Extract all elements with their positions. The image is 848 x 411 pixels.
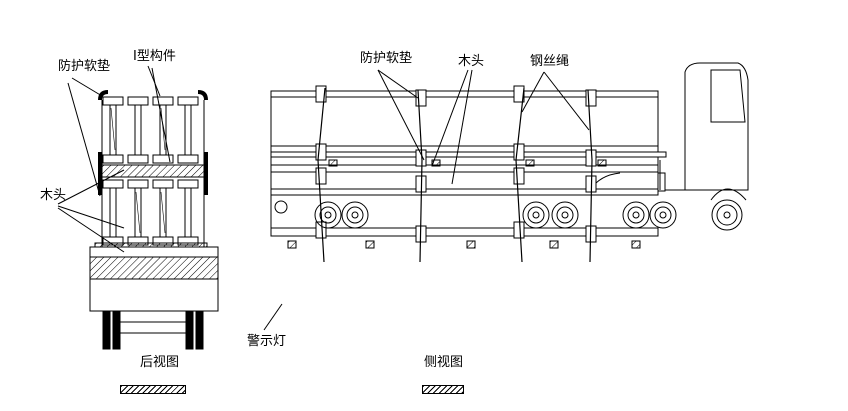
cargo-upper [270, 90, 659, 153]
rear-wheel-left [102, 310, 121, 350]
leader-pad-rear [71, 77, 103, 97]
ibeam-stack [99, 96, 205, 246]
caption-side-view: 侧视图 [424, 355, 464, 370]
rear-view [57, 65, 219, 350]
label-ibeam: I型构件 [133, 49, 176, 64]
label-wood-rear: 木头 [40, 188, 67, 203]
leader-wood-side-1 [431, 69, 469, 167]
caption-rear-view: 后视图 [140, 355, 180, 370]
leader-wood-rear-3 [57, 207, 125, 253]
leader-rope-side-1 [521, 71, 545, 113]
rear-wheel-right [185, 310, 204, 350]
trailer-frame [270, 227, 659, 237]
leader-lamp [263, 303, 283, 331]
wood-block-bottom [94, 242, 208, 248]
leader-pad-side [377, 69, 419, 99]
label-protective-pad-side: 防护软垫 [360, 51, 413, 66]
leader-wood-rear-2 [57, 205, 125, 229]
wire-rope [317, 87, 593, 263]
leader-pad-side-2 [377, 69, 425, 161]
label-protective-pad-rear: 防护软垫 [58, 59, 111, 74]
label-wood-side: 木头 [458, 54, 485, 69]
leader-ibeam-rear-2 [151, 67, 171, 163]
trailer-bed [89, 256, 219, 280]
leader-wood-rear-1 [57, 169, 125, 205]
protective-pad [98, 90, 208, 195]
caption-bar-side [422, 385, 464, 394]
wood-block-middle [99, 164, 205, 178]
label-warning-lamp: 警示灯 [247, 334, 287, 349]
wood-blocks-side [287, 159, 641, 249]
warning-lamp [274, 200, 288, 214]
leader-rope-side-2 [543, 71, 590, 131]
leader-wood-side-2 [451, 69, 473, 185]
label-wire-rope: 钢丝绳 [530, 54, 570, 69]
leader-pad-rear-2 [67, 82, 101, 197]
side-view [263, 62, 749, 331]
caption-bar-rear [120, 385, 186, 394]
wheels-side [314, 188, 747, 231]
